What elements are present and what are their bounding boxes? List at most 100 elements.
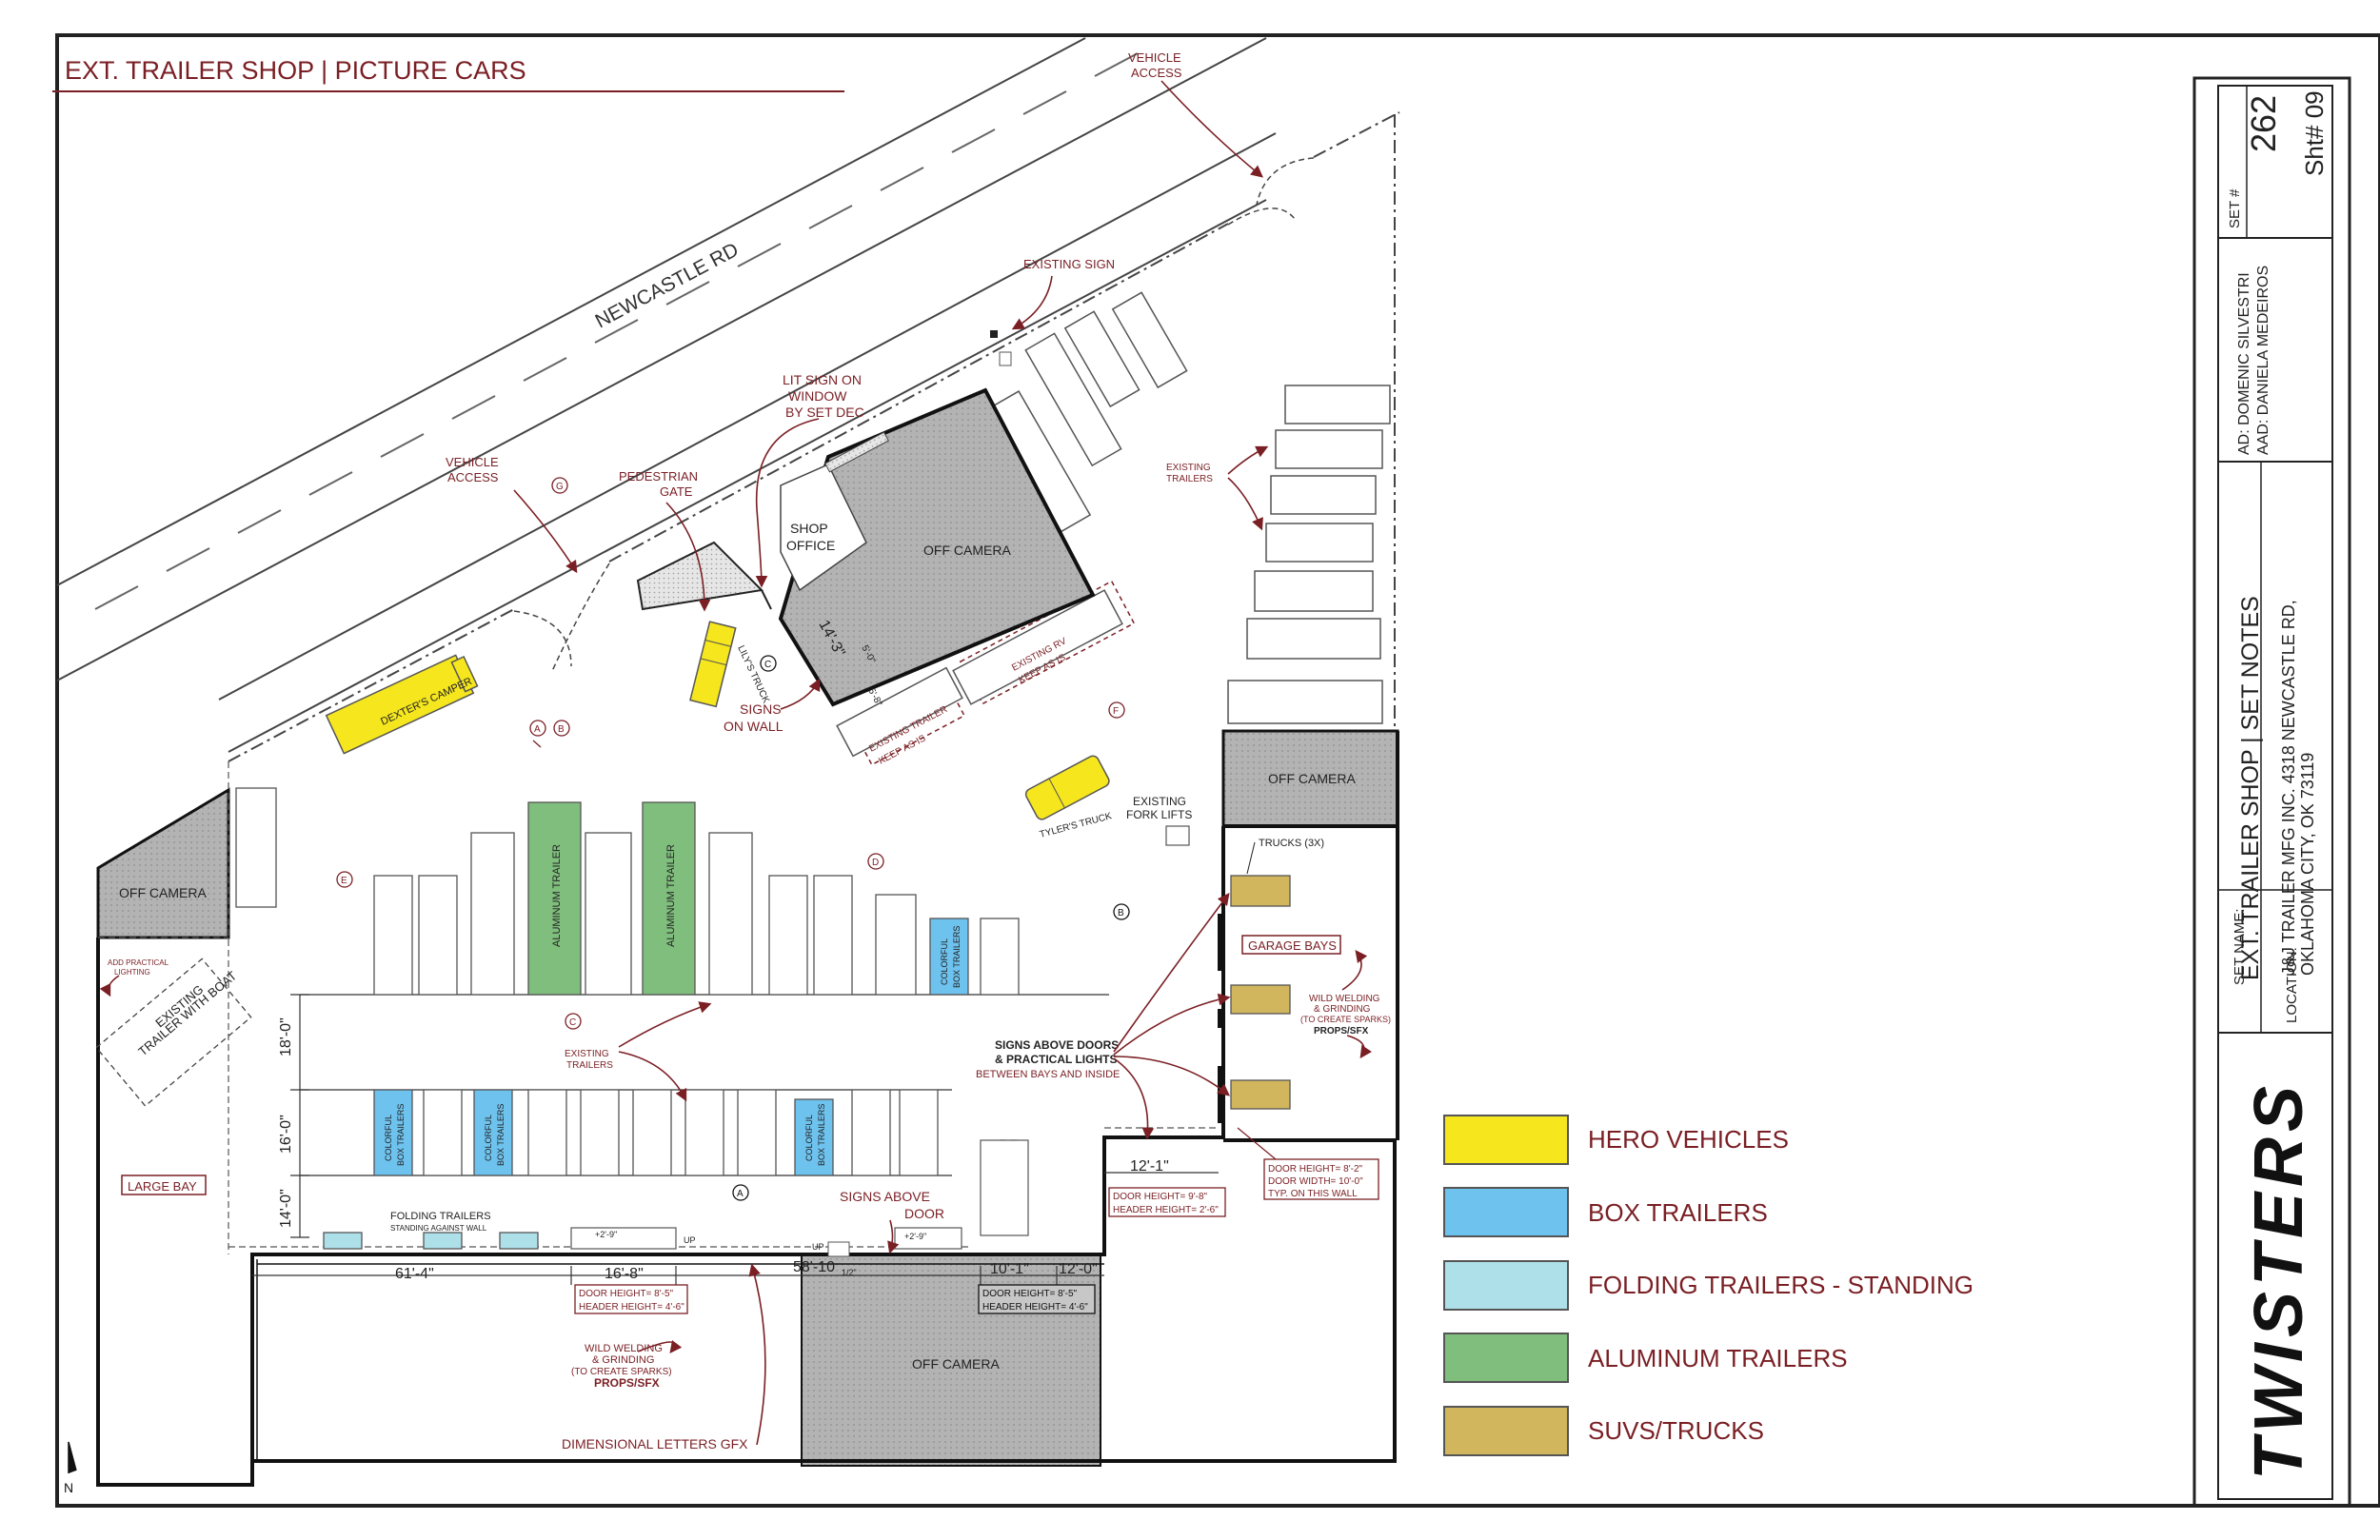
- elev-label-2: +2'-9": [904, 1232, 926, 1241]
- trailer-boat-label-2: TRAILER WITH BOAT: [135, 968, 239, 1058]
- view-marker-d: D: [867, 853, 884, 870]
- view-marker-a2: A: [732, 1184, 749, 1201]
- up-label-2: UP: [812, 1242, 824, 1252]
- street-name: NEWCASTLE RD: [592, 239, 743, 333]
- dim-16-8: 16'-8": [605, 1266, 644, 1282]
- box-trailers: [373, 918, 969, 1176]
- signs-on-wall-2: ON WALL: [724, 719, 783, 734]
- existing-trailer-with-boat: [95, 958, 252, 1107]
- vehicle-access-top-1: VEHICLE: [1128, 50, 1181, 65]
- set-number-label: SET #: [2227, 188, 2243, 228]
- wild-welding-bottom-2: & GRINDING: [592, 1354, 654, 1366]
- wild-welding-right-3: (TO CREATE SPARKS): [1300, 1015, 1391, 1024]
- door-spec-right-2: HEADER HEIGHT= 4'-6": [982, 1302, 1088, 1313]
- dim-12-0: 12'-0": [1059, 1261, 1098, 1277]
- lilys-truck: [689, 621, 737, 708]
- existing-trailers-right-1: EXISTING: [1166, 463, 1211, 473]
- shop-office-label-1: SHOP: [790, 521, 828, 536]
- svg-text:B: B: [1118, 908, 1124, 918]
- existing-fork-lifts-2: FORK LIFTS: [1126, 808, 1192, 821]
- svg-text:G: G: [556, 482, 564, 492]
- svg-text:C: C: [764, 660, 771, 670]
- location-label: LOCATION:: [2284, 947, 2300, 1023]
- existing-fork-lifts-1: EXISTING: [1133, 795, 1186, 808]
- vehicle-access-top-2: ACCESS: [1131, 66, 1182, 80]
- lilys-truck-label: LILY'S TRUCK: [735, 644, 771, 705]
- set-name-label: SET NAME:: [2231, 908, 2248, 985]
- box-trailer-label-1a: COLORFUL: [940, 938, 949, 985]
- dim-18-0: 18'-0": [278, 1017, 294, 1056]
- legend-swatch-suvs: [1443, 1406, 1569, 1456]
- door-spec-wall-box: [1263, 1158, 1379, 1200]
- box-trailer-label-1b: BOX TRAILERS: [952, 926, 962, 988]
- vehicle-access-left-1: VEHICLE: [446, 455, 499, 469]
- door-spec-wall-1: DOOR HEIGHT= 8'-2": [1268, 1164, 1363, 1175]
- vehicle-gate-top: [1227, 157, 1315, 226]
- svg-text:D: D: [872, 858, 879, 868]
- door-spec-bay-box: [1108, 1187, 1226, 1217]
- legend-label-hero: HERO VEHICLES: [1588, 1125, 1789, 1154]
- sheet-number: Sht# 09: [2300, 90, 2329, 176]
- box-trailer-label-2b: BOX TRAILERS: [396, 1104, 406, 1166]
- box-trailer-label-2a: COLORFUL: [384, 1115, 393, 1161]
- road-lane-markings: [94, 52, 1139, 610]
- wild-welding-right-2: & GRINDING: [1314, 1004, 1371, 1015]
- pedestrian-gate-label-1: PEDESTRIAN: [619, 469, 698, 484]
- elev-label-1: +2'-9": [595, 1230, 617, 1239]
- svg-text:A: A: [737, 1189, 744, 1199]
- dim-14-0: 14'-0": [278, 1189, 294, 1228]
- view-marker-b2: B: [1113, 903, 1130, 920]
- title-block-frame: [2192, 76, 2351, 1508]
- existing-trailers-angled: [988, 291, 1188, 533]
- signs-above-doors-1: SIGNS ABOVE DOORS: [995, 1038, 1119, 1052]
- door-spec-right-1: DOOR HEIGHT= 8'-5": [982, 1289, 1078, 1299]
- garage-bays-label: GARAGE BAYS: [1248, 938, 1337, 953]
- svg-text:N: N: [64, 1480, 73, 1495]
- view-marker-c2: C: [565, 1013, 582, 1030]
- large-bay-label: LARGE BAY: [128, 1179, 197, 1194]
- newcastle-road: [56, 37, 1277, 753]
- lit-sign-label-1: LIT SIGN ON: [783, 372, 862, 387]
- existing-trailers-right: [1227, 385, 1391, 724]
- door-spec-wall-2: DOOR WIDTH= 10'-0": [1268, 1176, 1363, 1187]
- legend-label-box: BOX TRAILERS: [1588, 1198, 1768, 1227]
- view-marker-e: E: [336, 871, 353, 888]
- set-number: 262: [2244, 95, 2283, 152]
- aluminum-trailer-label-1: ALUMINUM TRAILER: [551, 844, 563, 947]
- dim-12-1: 12'-1": [1130, 1158, 1169, 1175]
- door-spec-right-box: [978, 1284, 1096, 1314]
- title-block: [2217, 85, 2333, 1500]
- up-label-1: UP: [684, 1235, 696, 1245]
- shop-office-label-2: OFFICE: [786, 538, 835, 553]
- vehicle-gate-left: [513, 563, 610, 672]
- view-marker-b1: B: [553, 720, 570, 737]
- legend-swatch-box: [1443, 1187, 1569, 1237]
- dim-61-4: 61'-4": [395, 1266, 434, 1282]
- existing-trailers-right-2: TRAILERS: [1166, 474, 1213, 484]
- location-line-1: J&J TRAILER MFG INC. 4318 NEWCASTLE RD,: [2279, 600, 2298, 976]
- svg-text:E: E: [341, 876, 347, 886]
- box-trailer-label-4b: BOX TRAILERS: [817, 1104, 826, 1166]
- existing-trailer-small: [836, 666, 963, 758]
- trucks-3x-label: TRUCKS (3X): [1259, 838, 1324, 849]
- legend-label-suvs: SUVS/TRUCKS: [1588, 1416, 1764, 1445]
- legend-swatch-hero: [1443, 1115, 1569, 1165]
- wild-welding-bottom-1: WILD WELDING: [585, 1343, 663, 1354]
- lit-sign-window: [824, 431, 889, 473]
- legend-swatch-folding: [1443, 1260, 1569, 1311]
- door-spec-center-1: DOOR HEIGHT= 8'-5": [579, 1289, 674, 1299]
- existing-sign-label: EXISTING SIGN: [1023, 257, 1115, 271]
- folding-trailers: [323, 1232, 539, 1250]
- view-marker-c1: C: [760, 655, 777, 672]
- view-marker-f: F: [1108, 701, 1125, 719]
- signs-above-doors-2: & PRACTICAL LIGHTS: [995, 1053, 1117, 1066]
- existing-trailers-row2: [423, 1089, 939, 1176]
- legend: HERO VEHICLES BOX TRAILERS FOLDING TRAIL…: [1443, 1115, 1973, 1456]
- door-spec-wall-3: TYP. ON THIS WALL: [1268, 1189, 1358, 1199]
- signs-above-door-2: DOOR: [904, 1206, 944, 1221]
- add-practical-lighting-1: ADD PRACTICAL: [108, 958, 169, 967]
- lit-sign-label-2: WINDOW: [788, 388, 847, 404]
- off-camera-right-label: OFF CAMERA: [1268, 771, 1356, 786]
- set-name: EXT. TRAILER SHOP | SET NOTES: [2237, 596, 2264, 980]
